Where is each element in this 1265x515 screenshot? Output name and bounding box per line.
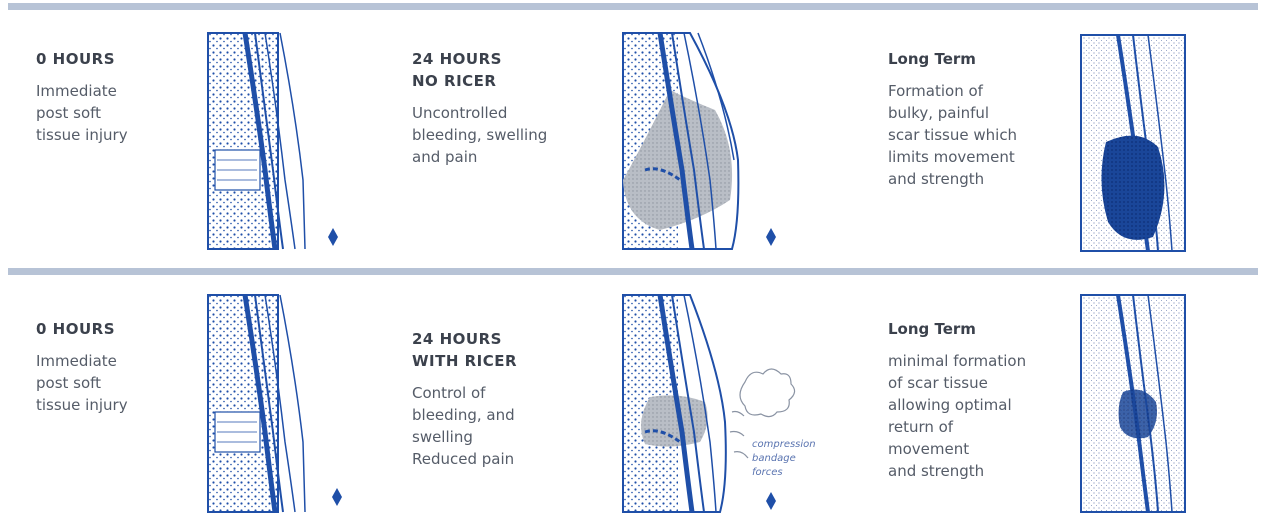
panel-heading: 24 HOURS NO RICER <box>412 48 582 92</box>
tissue-illustration-no-ricer <box>620 30 750 252</box>
row1-panel3-text: Long Term Formation of bulky, painful sc… <box>888 48 1058 190</box>
tissue-illustration-long-term-scar <box>1078 32 1188 254</box>
row2-panel2-text: 24 HOURS WITH RICER Control of bleeding,… <box>412 328 582 470</box>
tissue-illustration-0h <box>205 292 310 515</box>
compression-bandage-label: compression bandage forces <box>752 438 862 480</box>
panel-description: minimal formation of scar tissue allowin… <box>888 350 1058 482</box>
row1-panel2-text: 24 HOURS NO RICER Uncontrolled bleeding,… <box>412 48 582 168</box>
blood-drop-icon <box>766 228 776 246</box>
tissue-illustration-with-ricer <box>620 292 860 515</box>
panel-description: Control of bleeding, and swelling Reduce… <box>412 382 582 470</box>
blood-drop-icon <box>332 488 342 506</box>
panel-heading: Long Term <box>888 318 1058 340</box>
tissue-illustration-0h <box>205 30 310 252</box>
panel-description: Uncontrolled bleeding, swelling and pain <box>412 102 582 168</box>
middle-divider <box>8 268 1258 275</box>
blood-drop-icon <box>328 228 338 246</box>
row1-panel1-text: 0 HOURS Immediate post soft tissue injur… <box>36 48 206 146</box>
panel-description: Immediate post soft tissue injury <box>36 350 206 416</box>
panel-description: Immediate post soft tissue injury <box>36 80 206 146</box>
panel-heading: Long Term <box>888 48 1058 70</box>
row2-panel1-text: 0 HOURS Immediate post soft tissue injur… <box>36 318 206 416</box>
blood-drop-icon <box>766 492 776 510</box>
panel-heading: 0 HOURS <box>36 318 206 340</box>
row2-panel3-text: Long Term minimal formation of scar tiss… <box>888 318 1058 482</box>
panel-heading: 24 HOURS WITH RICER <box>412 328 582 372</box>
panel-description: Formation of bulky, painful scar tissue … <box>888 80 1058 190</box>
top-divider <box>8 3 1258 10</box>
tissue-illustration-long-term-minimal-scar <box>1078 292 1188 515</box>
panel-heading: 0 HOURS <box>36 48 206 70</box>
